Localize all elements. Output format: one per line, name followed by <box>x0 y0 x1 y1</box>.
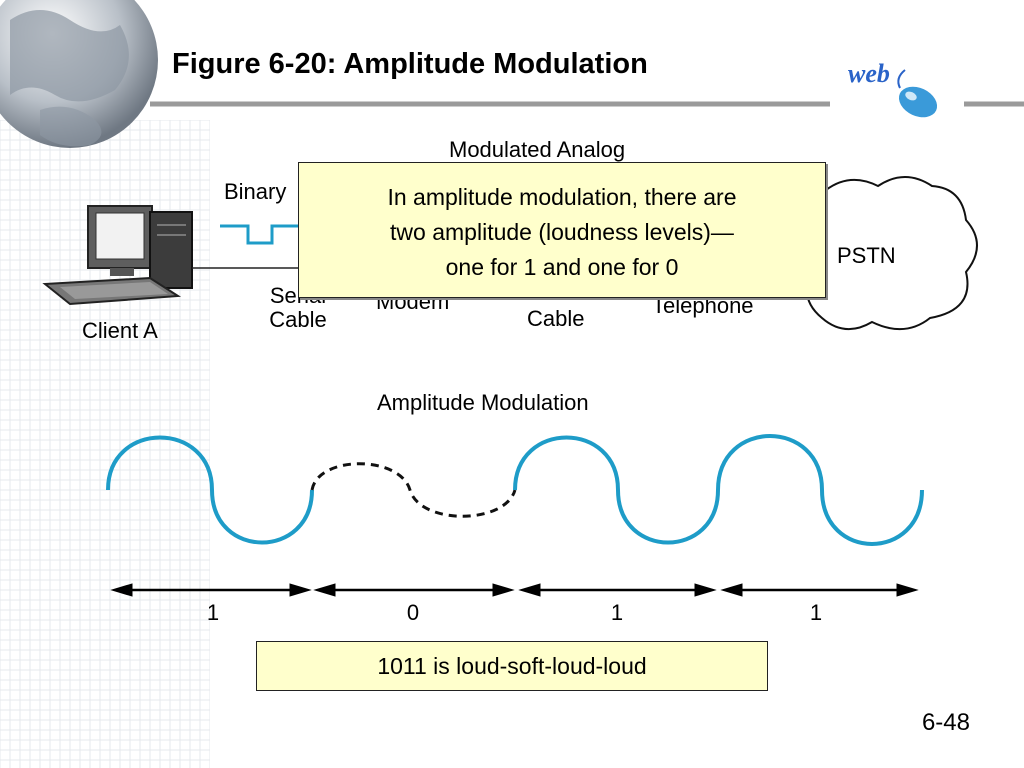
wave-bit-0 <box>310 462 517 518</box>
callout-line-3: one for 1 and one for 0 <box>445 254 679 280</box>
am-waveform <box>106 434 924 546</box>
wave-bit-1 <box>106 435 314 545</box>
wave-bit-1 <box>716 434 924 546</box>
slide-title: Figure 6-20: Amplitude Modulation <box>172 48 648 80</box>
serial-cable-label: Serial Cable <box>269 284 327 332</box>
wave-title: Amplitude Modulation <box>377 390 589 415</box>
binary-signal <box>192 224 300 269</box>
summary-box: 1011 is loud-soft-loud-loud <box>256 641 768 691</box>
client-computer-icon <box>42 205 193 306</box>
bit-arrows <box>110 583 919 597</box>
pstn-label: PSTN <box>837 243 896 268</box>
binary-label: Binary <box>224 179 287 204</box>
callout-line-2: two amplitude (loudness levels)— <box>390 219 734 245</box>
page-number: 6-48 <box>921 709 970 736</box>
explanation-callout: In amplitude modulation, there are two a… <box>298 162 826 298</box>
client-a-label: Client A <box>82 318 158 343</box>
svg-text:web: web <box>848 59 890 88</box>
pstn-cloud <box>806 176 978 331</box>
bit-label: 1 <box>809 600 823 625</box>
callout-line-1: In amplitude modulation, there are <box>387 184 737 210</box>
bit-label: 1 <box>206 600 220 625</box>
wave-bit-1 <box>513 435 720 545</box>
bit-label: 1 <box>610 600 624 625</box>
web-mouse-icon: web <box>836 50 964 122</box>
modulated-analog-label: Modulated Analog <box>449 137 626 162</box>
globe-icon <box>0 0 158 148</box>
bit-label: 0 <box>406 600 420 625</box>
cable-label: Cable <box>527 306 585 331</box>
